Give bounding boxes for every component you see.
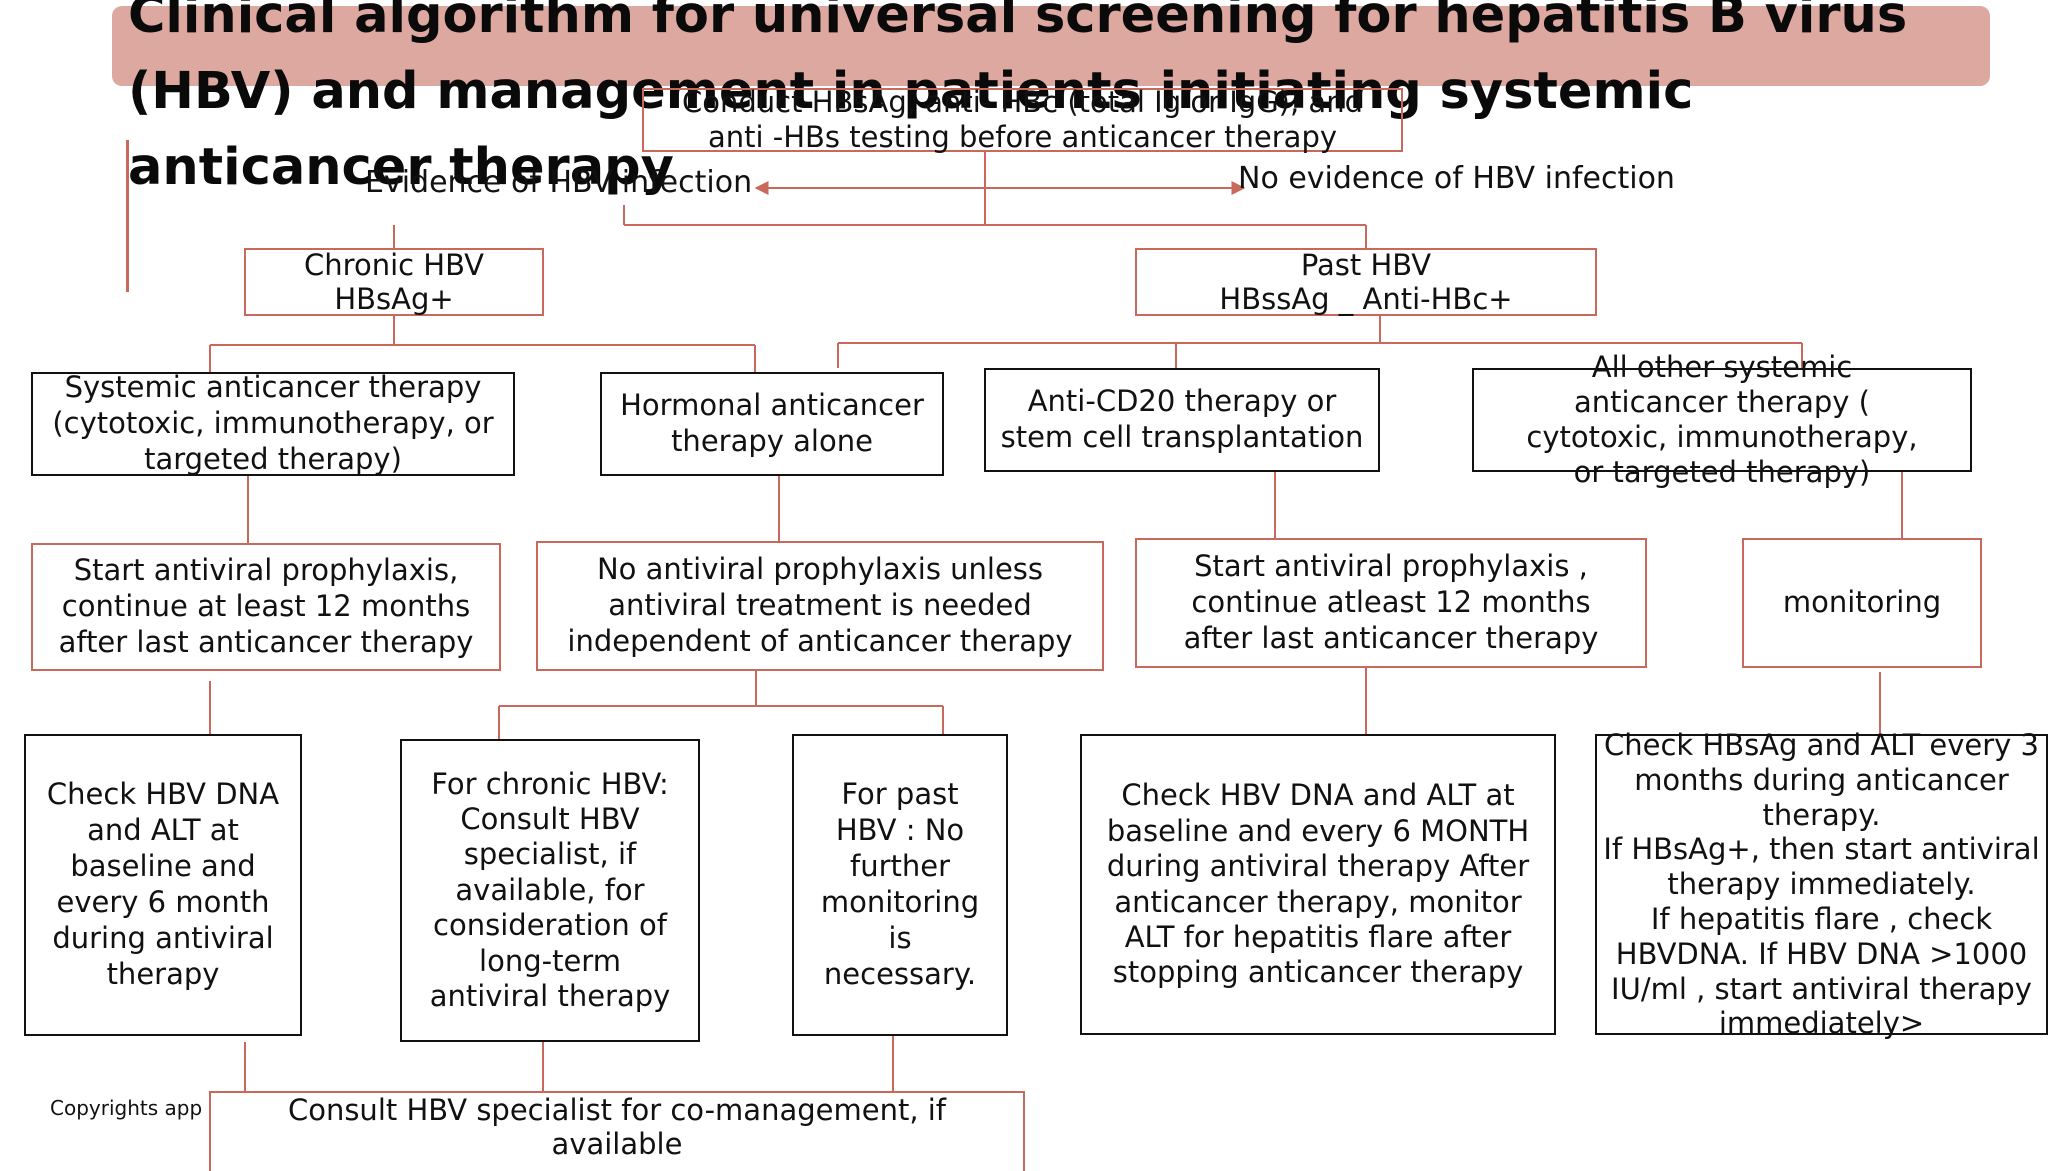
decorative-bar [126,140,129,292]
no-evidence-label: No evidence of HBV infection [1238,161,1675,196]
start-prophylaxis-box-1: Start antiviral prophylaxis, continue at… [31,543,501,671]
screening-box: Conduct HBsAg, anti- HBc (total Ig or Ig… [642,85,1403,154]
copyright-text: Copyrights app [50,1096,203,1120]
all-other-therapy-box: All other systemic anticancer therapy ( … [1472,350,1972,489]
consult-specialist-box: Consult HBV specialist for co-management… [209,1091,1025,1171]
past-hbv-box: Past HBV HBssAg _ Anti-HBc+ [1135,248,1597,316]
for-past-hbv-box: For past HBV : No further monitoring is … [792,734,1008,1036]
page-title: Clinical algorithm for universal screeni… [128,0,1908,197]
check-dna-alt-box-2: Check HBV DNA and ALT at baseline and ev… [1080,734,1556,1035]
for-chronic-hbv-box: For chronic HBV: Consult HBV specialist,… [400,739,700,1042]
chronic-hbv-box: Chronic HBV HBsAg+ [244,248,544,316]
check-dna-alt-box-1: Check HBV DNA and ALT at baseline and ev… [24,734,302,1036]
evidence-label: Evidence of HBV infection [365,165,753,200]
start-prophylaxis-box-2: Start antiviral prophylaxis , continue a… [1135,538,1647,668]
title-band [112,6,1990,86]
systemic-therapy-box: Systemic anticancer therapy (cytotoxic, … [31,370,515,476]
anti-cd20-box: Anti-CD20 therapy or stem cell transplan… [984,368,1380,472]
no-prophylaxis-box: No antiviral prophylaxis unless antivira… [536,541,1104,671]
check-hbsag-alt-box: Check HBsAg and ALT every 3 months durin… [1595,728,2048,1040]
monitoring-box: monitoring [1742,538,1982,668]
hormonal-therapy-box: Hormonal anticancer therapy alone [600,372,944,476]
